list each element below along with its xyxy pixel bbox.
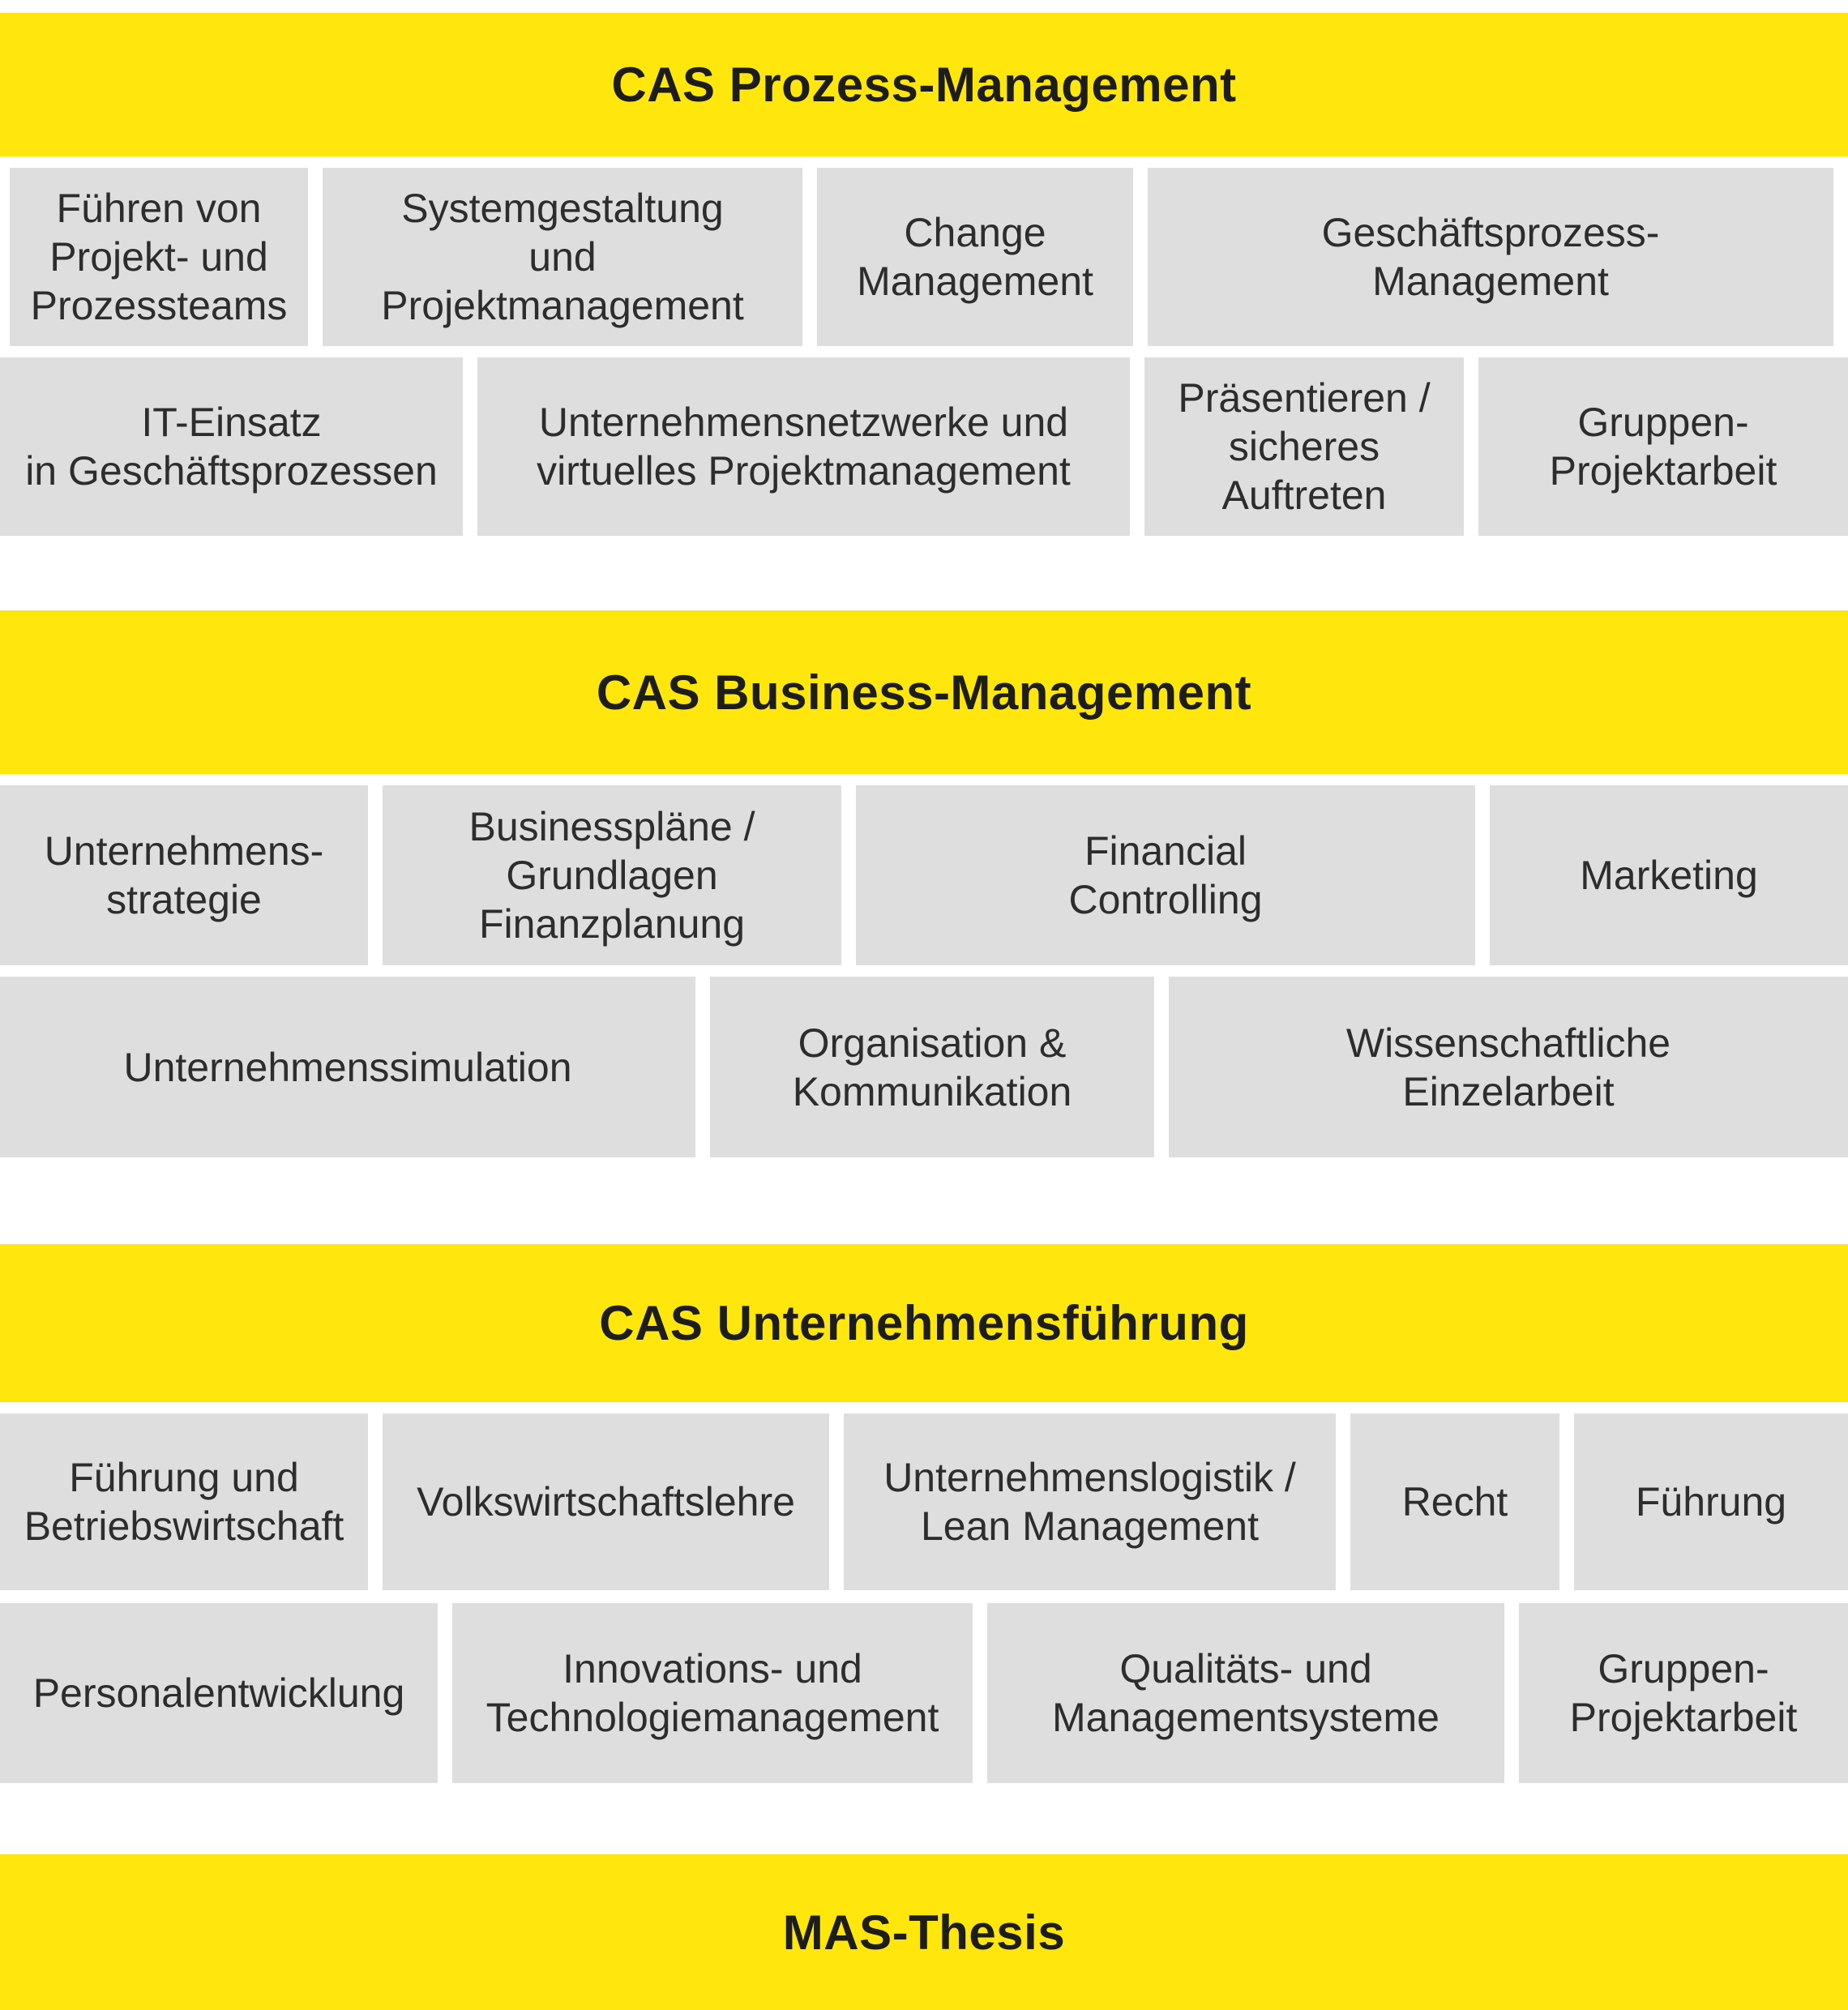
section-header-mas-thesis: MAS-Thesis bbox=[0, 1854, 1848, 2010]
module-fuehren-von-projekt-und-prozessteams: Führen von Projekt- und Prozessteams bbox=[10, 168, 308, 346]
module-recht: Recht bbox=[1350, 1413, 1559, 1590]
module-it-einsatz-in-geschaeftsprozessen: IT-Einsatz in Geschäftsprozessen bbox=[0, 357, 463, 536]
module-unternehmensstrategie: Unternehmens- strategie bbox=[0, 785, 368, 965]
module-label: IT-Einsatz in Geschäftsprozessen bbox=[25, 400, 438, 494]
module-unternehmensnetzwerke-virtuelles-projektmanagement: Unternehmensnetzwerke und virtuelles Pro… bbox=[477, 357, 1130, 536]
module-personalentwicklung: Personalentwicklung bbox=[0, 1603, 438, 1783]
module-label: Innovations- und Technologiemanagement bbox=[486, 1646, 939, 1740]
module-unternehmenslogistik-lean-management: Unternehmenslogistik / Lean Management bbox=[844, 1413, 1336, 1590]
module-label: Führung und Betriebswirtschaft bbox=[24, 1455, 344, 1549]
module-gruppen-projektarbeit-2: Gruppen- Projektarbeit bbox=[1519, 1603, 1848, 1783]
section-title: MAS-Thesis bbox=[782, 1905, 1066, 1960]
module-label: Gruppen- Projektarbeit bbox=[1549, 400, 1777, 494]
module-marketing: Marketing bbox=[1490, 785, 1848, 965]
module-label: Volkswirtschaftslehre bbox=[417, 1479, 795, 1525]
module-change-management: Change Management bbox=[817, 168, 1133, 346]
module-fuehrung-und-betriebswirtschaft: Führung und Betriebswirtschaft bbox=[0, 1413, 368, 1590]
module-row: Personalentwicklung Innovations- und Tec… bbox=[0, 1603, 1848, 1783]
module-label: Financial Controlling bbox=[1068, 828, 1263, 922]
module-label: Unternehmensnetzwerke und virtuelles Pro… bbox=[537, 400, 1071, 494]
section-title: CAS Business-Management bbox=[596, 665, 1252, 720]
module-label: Präsentieren / sicheres Auftreten bbox=[1178, 375, 1431, 518]
module-label: Unternehmenslogistik / Lean Management bbox=[883, 1455, 1296, 1549]
module-label: Wissenschaftliche Einzelarbeit bbox=[1345, 1020, 1671, 1114]
module-label: Businesspläne / Grundlagen Finanzplanung bbox=[468, 804, 755, 947]
section-title: CAS Unternehmensführung bbox=[599, 1296, 1249, 1350]
module-financial-controlling: Financial Controlling bbox=[856, 785, 1475, 965]
module-label: Organisation & Kommunikation bbox=[792, 1020, 1072, 1114]
module-qualitaets-und-managementsysteme: Qualitäts- und Managementsysteme bbox=[987, 1603, 1504, 1783]
module-label: Unternehmenssimulation bbox=[123, 1044, 572, 1090]
module-label: Qualitäts- und Managementsysteme bbox=[1051, 1646, 1439, 1740]
module-unternehmenssimulation: Unternehmenssimulation bbox=[0, 977, 695, 1157]
module-innovations-und-technologiemanagement: Innovations- und Technologiemanagement bbox=[452, 1603, 973, 1783]
module-geschaeftsprozess-management: Geschäftsprozess- Management bbox=[1148, 168, 1833, 346]
module-label: Gruppen- Projektarbeit bbox=[1569, 1646, 1798, 1740]
section-header-cas-prozess-management: CAS Prozess-Management bbox=[0, 13, 1848, 156]
section-title: CAS Prozess-Management bbox=[611, 58, 1237, 112]
section-header-cas-business-management: CAS Business-Management bbox=[0, 610, 1848, 774]
module-label: Führung bbox=[1635, 1479, 1787, 1525]
module-row: Unternehmens- strategie Businesspläne / … bbox=[0, 785, 1848, 965]
module-businessplaene-grundlagen-finanzplanung: Businesspläne / Grundlagen Finanzplanung bbox=[383, 785, 841, 965]
module-row: Unternehmenssimulation Organisation & Ko… bbox=[0, 977, 1848, 1157]
module-row: IT-Einsatz in Geschäftsprozessen Unterne… bbox=[0, 357, 1848, 536]
module-wissenschaftliche-einzelarbeit: Wissenschaftliche Einzelarbeit bbox=[1169, 977, 1848, 1157]
section-header-cas-unternehmensfuehrung: CAS Unternehmensführung bbox=[0, 1244, 1848, 1402]
module-label: Recht bbox=[1401, 1479, 1508, 1525]
module-label: Marketing bbox=[1580, 853, 1758, 898]
module-row: Führung und Betriebswirtschaft Volkswirt… bbox=[0, 1413, 1848, 1590]
module-label: Personalentwicklung bbox=[32, 1670, 405, 1716]
module-label: Change Management bbox=[857, 210, 1093, 304]
module-organisation-kommunikation: Organisation & Kommunikation bbox=[710, 977, 1154, 1157]
module-label: Führen von Projekt- und Prozessteams bbox=[30, 186, 288, 328]
module-systemgestaltung-und-projektmanagement: Systemgestaltung und Projektmanagement bbox=[323, 168, 802, 346]
module-label: Systemgestaltung und Projektmanagement bbox=[381, 186, 744, 328]
module-praesentieren-sicheres-auftreten: Präsentieren / sicheres Auftreten bbox=[1144, 357, 1464, 536]
module-row: Führen von Projekt- und Prozessteams Sys… bbox=[0, 168, 1848, 346]
module-label: Geschäftsprozess- Management bbox=[1321, 210, 1660, 304]
module-fuehrung: Führung bbox=[1574, 1413, 1848, 1590]
module-volkswirtschaftslehre: Volkswirtschaftslehre bbox=[383, 1413, 829, 1590]
module-gruppen-projektarbeit-1: Gruppen- Projektarbeit bbox=[1478, 357, 1848, 536]
module-label: Unternehmens- strategie bbox=[44, 828, 324, 922]
